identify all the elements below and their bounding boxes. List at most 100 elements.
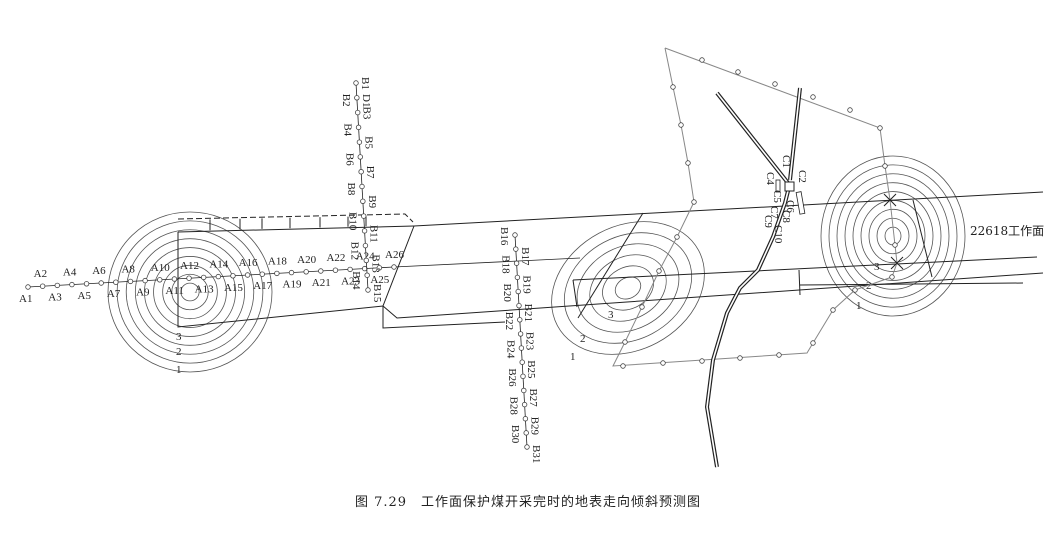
contour-label: 2 bbox=[176, 346, 182, 358]
survey-label-b: B27 bbox=[527, 388, 539, 407]
survey-line-b bbox=[514, 234, 528, 448]
panel-edge bbox=[577, 212, 644, 319]
survey-label-b: B8 bbox=[345, 183, 357, 196]
figure-caption: 图 7.29 工作面保护煤开采完时的地表走向倾斜预测图 bbox=[354, 495, 702, 510]
survey-point-b bbox=[518, 345, 525, 351]
survey-point-a bbox=[54, 282, 60, 289]
contour-line-middle bbox=[614, 276, 642, 300]
survey-point bbox=[660, 360, 666, 366]
survey-label-b: B10 bbox=[347, 212, 359, 231]
survey-label-a: A21 bbox=[312, 277, 331, 289]
survey-label-a: A24 bbox=[356, 251, 375, 263]
contour-line-middle bbox=[589, 254, 667, 322]
survey-label-b: B13 bbox=[369, 254, 381, 273]
contour-line-left bbox=[116, 220, 264, 364]
survey-point-a bbox=[288, 269, 295, 276]
survey-label-b: B22 bbox=[503, 312, 515, 330]
survey-point bbox=[847, 107, 853, 113]
survey-point-b bbox=[359, 183, 365, 190]
survey-label-a: A15 bbox=[224, 282, 243, 294]
contour-label: 3 bbox=[176, 331, 182, 343]
survey-point bbox=[889, 274, 895, 280]
survey-point-b bbox=[356, 139, 363, 145]
road bbox=[706, 182, 791, 468]
survey-label-a: A26 bbox=[385, 249, 404, 261]
survey-label-a: A14 bbox=[209, 259, 228, 271]
survey-label-b: B30 bbox=[509, 425, 521, 444]
survey-label-b: B5 bbox=[362, 136, 374, 149]
survey-point bbox=[620, 363, 626, 369]
survey-point bbox=[735, 69, 741, 75]
survey-point-b bbox=[361, 213, 367, 219]
survey-label-a: A6 bbox=[92, 265, 106, 277]
contour-label: 3 bbox=[608, 309, 614, 321]
survey-point-b bbox=[364, 272, 370, 278]
panel-edge bbox=[382, 225, 1044, 319]
contour-line-right bbox=[820, 155, 966, 317]
survey-point-a bbox=[391, 264, 397, 270]
survey-point-a bbox=[186, 275, 192, 281]
survey-label-b: B11 bbox=[368, 225, 380, 243]
survey-label-a: A17 bbox=[253, 280, 272, 292]
panel-edge bbox=[177, 232, 384, 328]
contour-line-left bbox=[144, 247, 236, 337]
survey-label-c: C10 bbox=[772, 225, 784, 244]
survey-point-b bbox=[524, 444, 530, 450]
survey-label-a: A5 bbox=[78, 290, 92, 302]
survey-point bbox=[670, 84, 676, 90]
survey-label-b: B18 bbox=[500, 255, 512, 274]
survey-point-a bbox=[171, 276, 178, 282]
survey-point-b bbox=[355, 124, 362, 131]
survey-point-b bbox=[517, 317, 523, 323]
survey-point bbox=[737, 355, 743, 361]
survey-label-b: B1 bbox=[359, 77, 371, 90]
survey-point-b bbox=[520, 373, 526, 380]
contour-line-left bbox=[153, 256, 227, 328]
survey-label-a: A10 bbox=[151, 262, 170, 274]
survey-point-b bbox=[514, 274, 521, 281]
survey-point-a bbox=[25, 284, 31, 290]
survey-point-a bbox=[332, 267, 339, 273]
survey-point bbox=[678, 122, 684, 128]
survey-label-a: A1 bbox=[19, 293, 32, 305]
survey-point-b bbox=[515, 288, 521, 295]
contour-line-right bbox=[852, 191, 934, 281]
road bbox=[789, 87, 801, 181]
panel-edge bbox=[382, 306, 506, 329]
survey-point-b bbox=[360, 198, 366, 204]
survey-point-b bbox=[353, 80, 359, 86]
contour-label: 1 bbox=[570, 351, 576, 363]
contour-label: 2 bbox=[866, 280, 872, 292]
survey-label-a: A23 bbox=[341, 275, 360, 287]
survey-point-a bbox=[98, 280, 104, 286]
survey-label-b: B19 bbox=[520, 275, 532, 294]
road bbox=[716, 92, 789, 184]
working-face-label: 22618工作面 bbox=[970, 224, 1045, 238]
survey-label-b: B6 bbox=[343, 153, 355, 166]
contour-line-right bbox=[876, 217, 910, 255]
survey-point-a bbox=[113, 279, 119, 285]
contour-line-middle bbox=[551, 221, 705, 355]
survey-label-b: B2 bbox=[340, 94, 352, 107]
survey-label-c: C7 bbox=[768, 206, 780, 219]
contour-line-right bbox=[844, 182, 942, 290]
survey-point-b bbox=[361, 228, 368, 234]
survey-point-a bbox=[39, 283, 46, 289]
survey-label-a: A4 bbox=[63, 267, 77, 279]
survey-point-a bbox=[215, 273, 222, 280]
survey-point-a bbox=[127, 278, 134, 285]
survey-point-b bbox=[519, 359, 525, 365]
survey-label-b: B21 bbox=[522, 304, 534, 322]
survey-label-b: B7 bbox=[364, 166, 376, 179]
survey-label-b: B31 bbox=[530, 445, 542, 463]
structure-icon bbox=[775, 179, 781, 193]
survey-label-c: C6 bbox=[784, 200, 796, 213]
survey-point-a bbox=[376, 265, 383, 271]
survey-label-a: A11 bbox=[165, 285, 184, 297]
contour-line-middle bbox=[563, 232, 693, 344]
survey-point bbox=[622, 339, 628, 345]
survey-point-b bbox=[516, 302, 522, 309]
survey-label-a: A3 bbox=[48, 291, 62, 303]
survey-point bbox=[699, 358, 705, 364]
